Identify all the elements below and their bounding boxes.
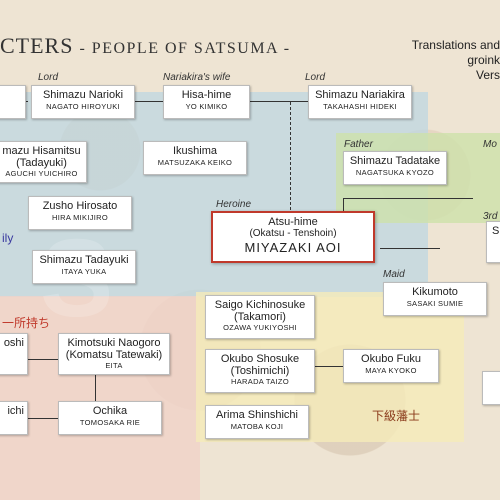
character-card-nariakira[interactable]: Shimazu Nariakira TAKAHASHI HIDEKI — [308, 85, 412, 119]
role-mother-partial: Mo — [483, 139, 497, 150]
character-card-okubo-shosuke[interactable]: Okubo Shosuke (Toshimichi) HARADA TAIZO — [205, 349, 315, 393]
character-card-oshi-partial[interactable]: oshi — [0, 333, 28, 375]
line-ichi-ochika — [28, 418, 58, 419]
character-card-arima[interactable]: Arima Shinshichi MATOBA KOJI — [205, 405, 309, 439]
character-name: mazu Hisamitsu — [2, 145, 81, 157]
credits-line-2: groink — [467, 53, 500, 67]
region-isshomochi — [0, 296, 200, 500]
actor-name: MIYAZAKI AOI — [244, 240, 342, 255]
character-card-zusho[interactable]: Zusho Hirosato HIRA MIKIJIRO — [28, 196, 132, 230]
character-card-tadayuki[interactable]: Shimazu Tadayuki ITAYA YUKA — [32, 250, 136, 284]
actor-name: MATOBA KOJI — [230, 422, 284, 431]
line-kimotsuki-ochika — [95, 375, 96, 410]
character-card-hisamitsu[interactable]: mazu Hisamitsu (Tadayuki) AGUCHI YUICHIR… — [0, 141, 87, 183]
character-card-ochika[interactable]: Ochika TOMOSAKA RIE — [58, 401, 162, 435]
title-main: CTERS — [0, 33, 74, 58]
character-alias: (Okatsu - Tenshoin) — [249, 228, 337, 239]
actor-name: NAGATO HIROYUKI — [46, 102, 120, 111]
role-nariakira-wife: Nariakira's wife — [163, 72, 231, 83]
actor-name: TOMOSAKA RIE — [79, 418, 141, 427]
character-name: Ochika — [92, 405, 128, 417]
actor-name: NAGATSUKA KYOZO — [355, 168, 435, 177]
role-father: Father — [344, 139, 373, 150]
role-third-partial: 3rd — [483, 211, 498, 222]
character-card-atsu-hime[interactable]: Atsu-hime (Okatsu - Tenshoin) MIYAZAKI A… — [211, 211, 375, 263]
character-card-s-partial[interactable]: S — [486, 221, 500, 263]
actor-name: TAKAHASHI HIDEKI — [323, 102, 397, 111]
role-lord-nariakira: Lord — [305, 72, 326, 83]
character-name: Kikumoto — [412, 286, 458, 298]
character-card-ichi-partial[interactable]: ichi — [0, 401, 28, 435]
character-name: oshi — [3, 337, 24, 349]
label-family: ily — [2, 231, 14, 245]
actor-name: MATSUZAKA KEIKO — [157, 158, 233, 167]
character-card-tadatake[interactable]: Shimazu Tadatake NAGATSUKA KYOZO — [343, 151, 447, 185]
character-card-partial-right[interactable] — [482, 371, 500, 405]
character-name: Arima Shinshichi — [216, 409, 298, 421]
character-name: Shimazu Nariakira — [315, 89, 405, 101]
role-lord-narioki: Lord — [38, 72, 59, 83]
label-isshomochi: 一所持ち — [2, 316, 51, 330]
character-alias: (Tadayuki) — [16, 157, 67, 169]
character-name: Shimazu Tadayuki — [39, 254, 129, 266]
actor-name: HARADA TAIZO — [231, 377, 289, 386]
role-heroine: Heroine — [216, 199, 252, 210]
character-alias: (Komatsu Tatewaki) — [65, 349, 163, 361]
actor-name: HIRA MIKIJIRO — [52, 213, 108, 222]
page-title: CTERS - PEOPLE OF SATSUMA - — [0, 33, 291, 59]
role-maid: Maid — [383, 269, 405, 280]
credits: Translations and groink Vers — [400, 38, 500, 83]
actor-name: YO KIMIKO — [185, 102, 228, 111]
line-tadatake-atsu — [343, 198, 344, 212]
line-narioki-hisa — [135, 101, 163, 102]
label-kakyu-hanshi: 下級藩士 — [372, 409, 421, 423]
character-name: S — [492, 225, 500, 237]
character-card-ikushima[interactable]: Ikushima MATSUZAKA KEIKO — [143, 141, 247, 175]
credits-line-3: Vers — [475, 68, 500, 82]
character-name: Shimazu Narioki — [42, 89, 124, 101]
character-card-hisa-hime[interactable]: Hisa-hime YO KIMIKO — [163, 85, 250, 119]
character-alias: (Takamori) — [234, 311, 286, 323]
character-name: Zusho Hirosato — [42, 200, 118, 212]
character-name: Hisa-hime — [181, 89, 232, 101]
credits-line-1: Translations and — [411, 38, 500, 52]
character-card-narioki[interactable]: Shimazu Narioki NAGATO HIROYUKI — [31, 85, 135, 119]
line-hisa-nariakira — [250, 101, 308, 102]
line-shosuke-fuku — [315, 366, 343, 367]
character-name: Okubo Shosuke — [220, 353, 300, 365]
character-name: Saigo Kichinosuke — [214, 299, 306, 311]
line-oshi-kimotsuki — [28, 359, 58, 360]
actor-name: OZAWA YUKIYOSHI — [223, 323, 297, 332]
line-atsu-s — [380, 248, 440, 249]
character-alias: (Toshimichi) — [230, 365, 290, 377]
character-name: Shimazu Tadatake — [349, 155, 441, 167]
character-name: Atsu-hime — [268, 216, 318, 228]
character-name: ichi — [7, 405, 24, 417]
line-adoption-dashed — [290, 102, 291, 210]
title-sub: - PEOPLE OF SATSUMA - — [79, 40, 291, 57]
character-card-kikumoto[interactable]: Kikumoto SASAKI SUMIE — [383, 282, 487, 316]
line-tadatake-children — [343, 198, 473, 199]
actor-name: EITA — [105, 361, 123, 370]
character-card-partial-left[interactable] — [0, 85, 26, 119]
character-name: Ikushima — [172, 145, 218, 157]
actor-name: AGUCHI YUICHIRO — [5, 169, 78, 178]
character-card-saigo[interactable]: Saigo Kichinosuke (Takamori) OZAWA YUKIY… — [205, 295, 315, 339]
character-card-okubo-fuku[interactable]: Okubo Fuku MAYA KYOKO — [343, 349, 439, 383]
actor-name: MAYA KYOKO — [365, 366, 417, 375]
character-card-kimotsuki[interactable]: Kimotsuki Naogoro (Komatsu Tatewaki) EIT… — [58, 333, 170, 375]
actor-name: ITAYA YUKA — [61, 267, 107, 276]
character-name: Okubo Fuku — [361, 353, 421, 365]
character-name: Kimotsuki Naogoro — [67, 337, 161, 349]
actor-name: SASAKI SUMIE — [406, 299, 464, 308]
